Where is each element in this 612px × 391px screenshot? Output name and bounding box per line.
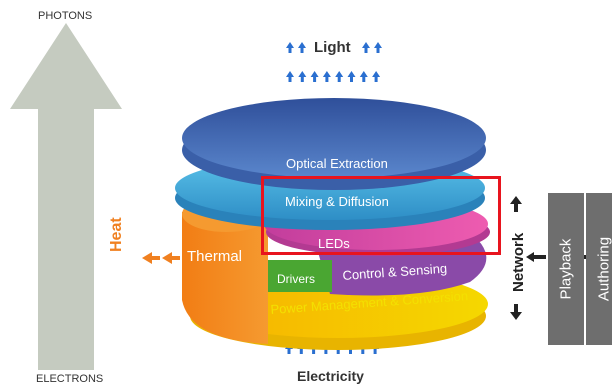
heat-label: Heat [108, 217, 125, 252]
light-arrow-icon [310, 71, 319, 82]
mixing-diffusion-label: Mixing & Diffusion [285, 194, 389, 209]
electricity-arrow-icon [285, 343, 293, 354]
light-arrow-icon [335, 71, 344, 82]
light-arrow-icon [322, 71, 331, 82]
authoring-box: Authoring [586, 193, 612, 345]
layer-optical-extraction [182, 98, 486, 190]
light-arrow-icon [298, 71, 307, 82]
highlight-box [261, 176, 501, 255]
photons-electrons-arrow [10, 23, 122, 370]
light-arrow-icon [286, 71, 294, 82]
light-arrow-icon [362, 42, 370, 53]
optical-extraction-label: Optical Extraction [286, 156, 388, 171]
network-arrows-icon [510, 196, 522, 320]
playback-box: Playback [548, 193, 584, 345]
light-arrow-icon [372, 71, 381, 82]
layer-drivers [268, 260, 332, 292]
electricity-label: Electricity [297, 368, 364, 384]
network-label: Network [510, 232, 527, 292]
authoring-label: Authoring [595, 236, 612, 302]
light-arrow-icon [347, 71, 356, 82]
leds-label: LEDs [318, 236, 350, 251]
light-label: Light [314, 39, 351, 56]
heat-arrows-icon [142, 252, 180, 264]
light-arrow-icon [286, 42, 294, 53]
playback-label: Playback [557, 238, 575, 300]
light-arrow-icon [298, 42, 306, 53]
drivers-label: Drivers [277, 272, 315, 286]
light-arrow-icon [374, 42, 382, 53]
electrons-label: ELECTRONS [36, 373, 104, 385]
light-arrow-icon [359, 71, 368, 82]
photons-label: PHOTONS [38, 10, 93, 22]
thermal-label: Thermal [187, 248, 243, 265]
